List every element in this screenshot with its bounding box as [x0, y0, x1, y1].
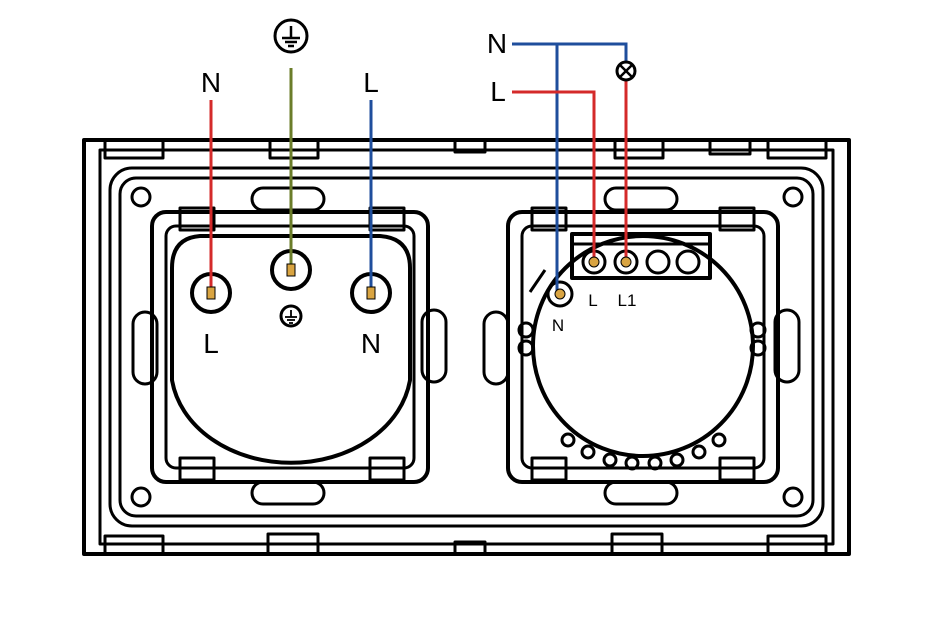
screw-hole	[130, 486, 152, 508]
mount-slot	[482, 310, 510, 386]
labels: N L L N N L N L L1	[201, 28, 637, 359]
clip	[178, 206, 216, 232]
switch-terminal-label-n: N	[552, 316, 564, 335]
socket-top-label-l: L	[363, 67, 379, 98]
n-guide	[528, 269, 547, 293]
switch-feed-label-n: N	[487, 28, 507, 59]
clip	[718, 456, 756, 482]
frame-inner	[98, 148, 835, 546]
clip	[718, 206, 756, 232]
socket-terminal-label-n: N	[361, 328, 381, 359]
pin	[620, 256, 632, 268]
terminal-pins	[206, 256, 632, 300]
switch-bracket	[506, 210, 780, 484]
frame-tab	[103, 138, 165, 160]
switch-neutral-feed	[512, 42, 628, 62]
frame-tab	[266, 532, 320, 556]
pin	[554, 288, 566, 300]
socket-terminal-label-l: L	[203, 328, 219, 359]
clip	[530, 206, 568, 232]
terminal-unused	[645, 249, 671, 275]
switch-module	[482, 186, 801, 506]
switch-teeth	[560, 432, 727, 471]
mount-slot	[250, 186, 326, 212]
wires	[209, 42, 628, 294]
frame-tab	[268, 138, 320, 160]
frame-outer	[82, 138, 851, 556]
pin	[286, 263, 296, 277]
frame-plate-inner	[118, 176, 815, 518]
mount-slot	[131, 310, 159, 386]
terminal-block	[570, 232, 712, 280]
pin	[588, 256, 600, 268]
frame-tab	[613, 138, 665, 160]
mount-slot	[250, 480, 326, 506]
earth-ground-icon	[279, 304, 303, 328]
frame-tab	[766, 138, 828, 160]
switch-terminal-label-l: L	[588, 291, 597, 310]
frame-tab	[453, 540, 487, 556]
socket-top-label-n: N	[201, 67, 221, 98]
switch-live-wire	[512, 90, 596, 262]
terminal-unused	[675, 249, 701, 275]
mount-slot	[603, 186, 679, 212]
pin	[206, 286, 216, 300]
switch-feed-label-l: L	[490, 76, 506, 107]
frame-plate	[108, 166, 825, 528]
mount-slot	[420, 308, 448, 384]
frame	[82, 138, 851, 556]
lamp-load-icon	[615, 60, 637, 82]
mount-slot	[773, 308, 801, 384]
clip	[368, 456, 406, 482]
switch-terminal-label-l1: L1	[618, 291, 637, 310]
switch-body	[531, 234, 755, 458]
frame-tab	[453, 138, 487, 154]
earth-ground-icon	[273, 18, 309, 54]
clip	[178, 456, 216, 482]
frame-tab	[103, 534, 165, 556]
screw-hole	[782, 486, 804, 508]
terminal-neutral	[546, 280, 574, 308]
frame-tab	[708, 138, 752, 156]
frame-tab	[766, 534, 828, 556]
clip	[530, 456, 568, 482]
frame-tab	[610, 532, 664, 556]
screw-hole	[130, 186, 152, 208]
mount-slot	[603, 480, 679, 506]
pin	[366, 286, 376, 300]
screw-hole	[782, 186, 804, 208]
